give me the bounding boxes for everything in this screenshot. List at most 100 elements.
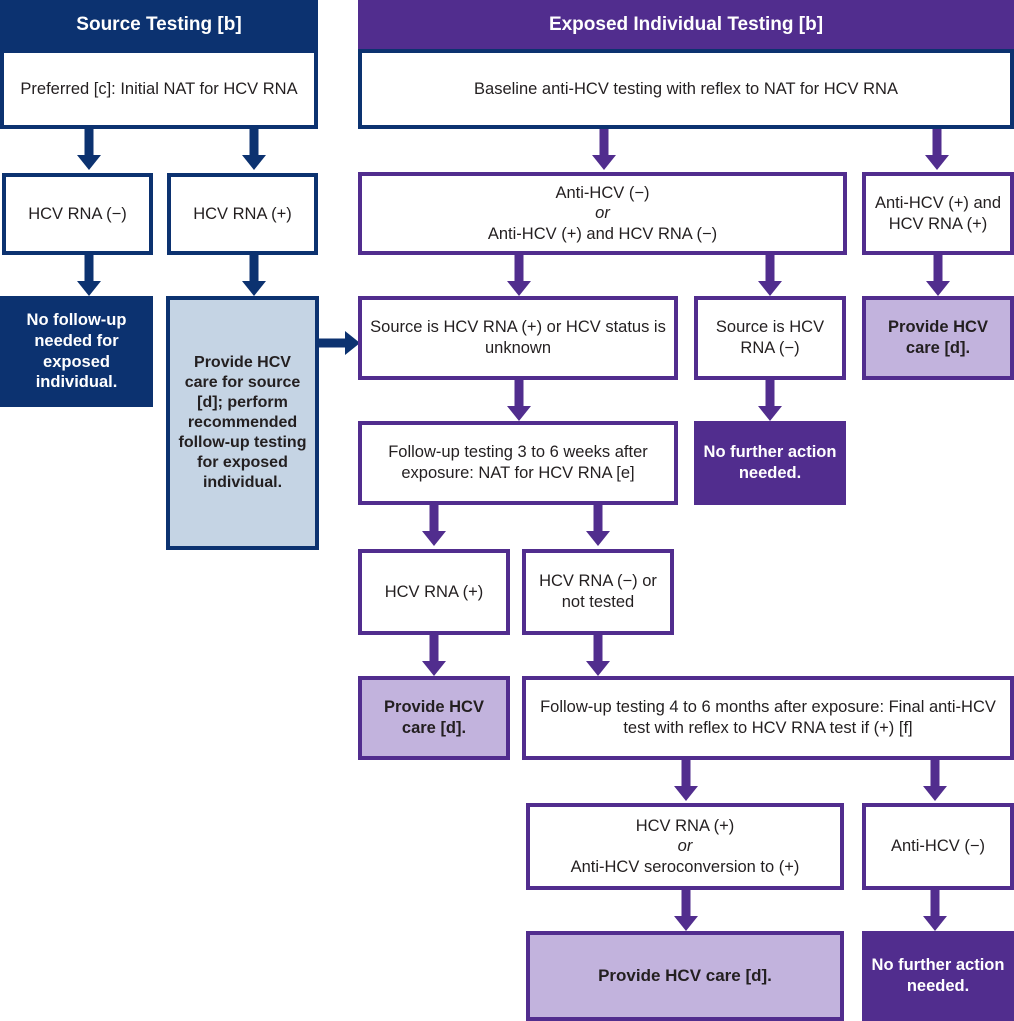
arrow-rna-pos-to-provide-care: [242, 255, 266, 296]
node-source-positive-or-unknown: Source is HCV RNA (+) or HCV status is u…: [358, 296, 678, 380]
node-no-further-action-mid: No further action needed.: [694, 421, 846, 505]
arrow-final-positive-to-provide-care: [674, 890, 698, 931]
arrow-shaft: [84, 255, 94, 281]
source-testing-header-label: Source Testing [b]: [76, 13, 242, 35]
arrow-head: [422, 531, 446, 546]
final-pos-line3: Anti-HCV seroconversion to (+): [570, 857, 800, 876]
exposed-individual-testing-header-label: Exposed Individual Testing [b]: [548, 13, 824, 35]
arrow-antihcv-neg-to-source-status: [507, 255, 531, 296]
arrow-shaft: [932, 129, 942, 155]
arrow-head: [925, 155, 949, 170]
arrow-head: [586, 661, 610, 676]
arrow-shaft: [249, 129, 259, 155]
arrow-head: [77, 155, 101, 170]
arrow-head: [674, 786, 698, 801]
arrow-antihcv-neg-to-source-neg: [758, 255, 782, 296]
arrow-baseline-to-antihcv-neg: [592, 129, 616, 170]
node-followup-testing-3-to-6-weeks-label: Follow-up testing 3 to 6 weeks after exp…: [388, 443, 648, 482]
node-antihcv-positive-and-rna-positive: Anti-HCV (+) and HCV RNA (+): [862, 172, 1014, 255]
arrow-head: [926, 281, 950, 296]
arrow-shaft: [514, 255, 524, 281]
arrow-antihcv-pos-to-provide-care: [926, 255, 950, 296]
antihcv-neg-line1: Anti-HCV (−): [555, 183, 650, 202]
node-preferred-initial-nat-label: Preferred [c]: Initial NAT for HCV RNA: [20, 79, 298, 98]
node-provide-hcv-care-source: Provide HCV care for source [d]; perform…: [166, 296, 319, 550]
arrow-final-antihcv-neg-to-no-action: [923, 890, 947, 931]
arrow-head: [345, 331, 360, 355]
arrow-followup-months-to-final-positive: [674, 760, 698, 801]
final-pos-line1: HCV RNA (+): [635, 816, 735, 835]
arrow-shaft: [765, 255, 775, 281]
node-provide-hcv-care-final-label: Provide HCV care [d].: [598, 966, 772, 986]
arrow-baseline-to-antihcv-pos: [925, 129, 949, 170]
node-provide-hcv-care-left-label: Provide HCV care [d].: [384, 698, 484, 737]
node-final-rna-pos-or-seroconversion-label: HCV RNA (+) or Anti-HCV seroconversion t…: [536, 816, 834, 878]
arrow-rna-neg-to-no-followup: [77, 255, 101, 296]
node-antihcv-negative-group-label: Anti-HCV (−) or Anti-HCV (+) and HCV RNA…: [368, 183, 837, 245]
arrow-head: [592, 155, 616, 170]
node-baseline-anti-hcv-testing-label: Baseline anti-HCV testing with reflex to…: [474, 79, 898, 98]
final-pos-or: or: [677, 837, 693, 856]
arrow-shaft: [249, 255, 259, 281]
arrow-initial-to-rna-neg: [77, 129, 101, 170]
arrow-shaft: [930, 890, 940, 916]
node-no-further-action-final: No further action needed.: [862, 931, 1014, 1021]
exposed-individual-testing-header: Exposed Individual Testing [b]: [358, 0, 1014, 49]
node-preferred-initial-nat: Preferred [c]: Initial NAT for HCV RNA: [0, 49, 318, 129]
node-exposed-hcv-rna-positive-label: HCV RNA (+): [384, 582, 484, 601]
arrow-shaft: [765, 380, 775, 406]
node-exposed-hcv-rna-negative-or-not-tested: HCV RNA (−) or not tested: [522, 549, 674, 635]
arrow-shaft: [84, 129, 94, 155]
node-followup-testing-4-to-6-months-label: Follow-up testing 4 to 6 months after ex…: [540, 698, 996, 737]
arrow-source-status-to-followup-weeks: [507, 380, 531, 421]
node-no-further-action-mid-label: No further action needed.: [703, 443, 837, 482]
node-final-antihcv-negative: Anti-HCV (−): [862, 803, 1014, 890]
antihcv-neg-or: or: [595, 204, 610, 223]
arrow-shaft: [429, 635, 439, 661]
node-source-positive-or-unknown-label: Source is HCV RNA (+) or HCV status is u…: [370, 318, 666, 357]
arrow-shaft: [933, 255, 943, 281]
arrow-head: [242, 155, 266, 170]
node-exposed-hcv-rna-negative-or-not-tested-label: HCV RNA (−) or not tested: [539, 572, 657, 611]
arrow-rna-neg-to-followup-months: [586, 635, 610, 676]
arrow-rna-pos-to-provide-care-left: [422, 635, 446, 676]
node-provide-hcv-care-source-label: Provide HCV care for source [d]; perform…: [178, 354, 307, 491]
arrow-initial-to-rna-pos: [242, 129, 266, 170]
node-final-rna-pos-or-seroconversion: HCV RNA (+) or Anti-HCV seroconversion t…: [526, 803, 844, 890]
node-baseline-anti-hcv-testing: Baseline anti-HCV testing with reflex to…: [358, 49, 1014, 129]
node-source-hcv-rna-negative: HCV RNA (−): [2, 173, 153, 255]
node-provide-hcv-care-final: Provide HCV care [d].: [526, 931, 844, 1021]
arrow-shaft: [514, 380, 524, 406]
arrow-head: [923, 786, 947, 801]
arrow-shaft: [593, 505, 603, 531]
node-final-antihcv-negative-label: Anti-HCV (−): [891, 837, 985, 856]
arrow-shaft: [930, 760, 940, 786]
node-provide-hcv-care-left: Provide HCV care [d].: [358, 676, 510, 760]
arrow-head: [923, 916, 947, 931]
arrow-shaft: [429, 505, 439, 531]
arrow-shaft: [599, 129, 609, 155]
arrow-followup-months-to-final-antihcv-neg: [923, 760, 947, 801]
node-source-rna-negative: Source is HCV RNA (−): [694, 296, 846, 380]
arrow-head: [507, 406, 531, 421]
node-antihcv-negative-group: Anti-HCV (−) or Anti-HCV (+) and HCV RNA…: [358, 172, 847, 255]
arrow-head: [758, 406, 782, 421]
arrow-shaft: [681, 760, 691, 786]
arrow-head: [77, 281, 101, 296]
node-no-further-action-final-label: No further action needed.: [871, 956, 1005, 995]
node-source-rna-negative-label: Source is HCV RNA (−): [715, 318, 825, 357]
arrow-source-neg-to-no-action: [758, 380, 782, 421]
node-provide-hcv-care-right: Provide HCV care [d].: [862, 296, 1014, 380]
node-antihcv-positive-and-rna-positive-label: Anti-HCV (+) and HCV RNA (+): [874, 193, 1002, 233]
arrow-head: [674, 916, 698, 931]
arrow-shaft: [319, 338, 346, 348]
arrow-source-care-to-source-status: [319, 331, 360, 355]
arrow-head: [586, 531, 610, 546]
arrow-head: [422, 661, 446, 676]
source-testing-header: Source Testing [b]: [0, 0, 318, 49]
node-no-followup-needed-label: No follow-up needed for exposed individu…: [26, 311, 127, 392]
antihcv-neg-line3: Anti-HCV (+) and HCV RNA (−): [487, 224, 718, 243]
node-no-followup-needed: No follow-up needed for exposed individu…: [0, 296, 153, 407]
arrow-head: [242, 281, 266, 296]
